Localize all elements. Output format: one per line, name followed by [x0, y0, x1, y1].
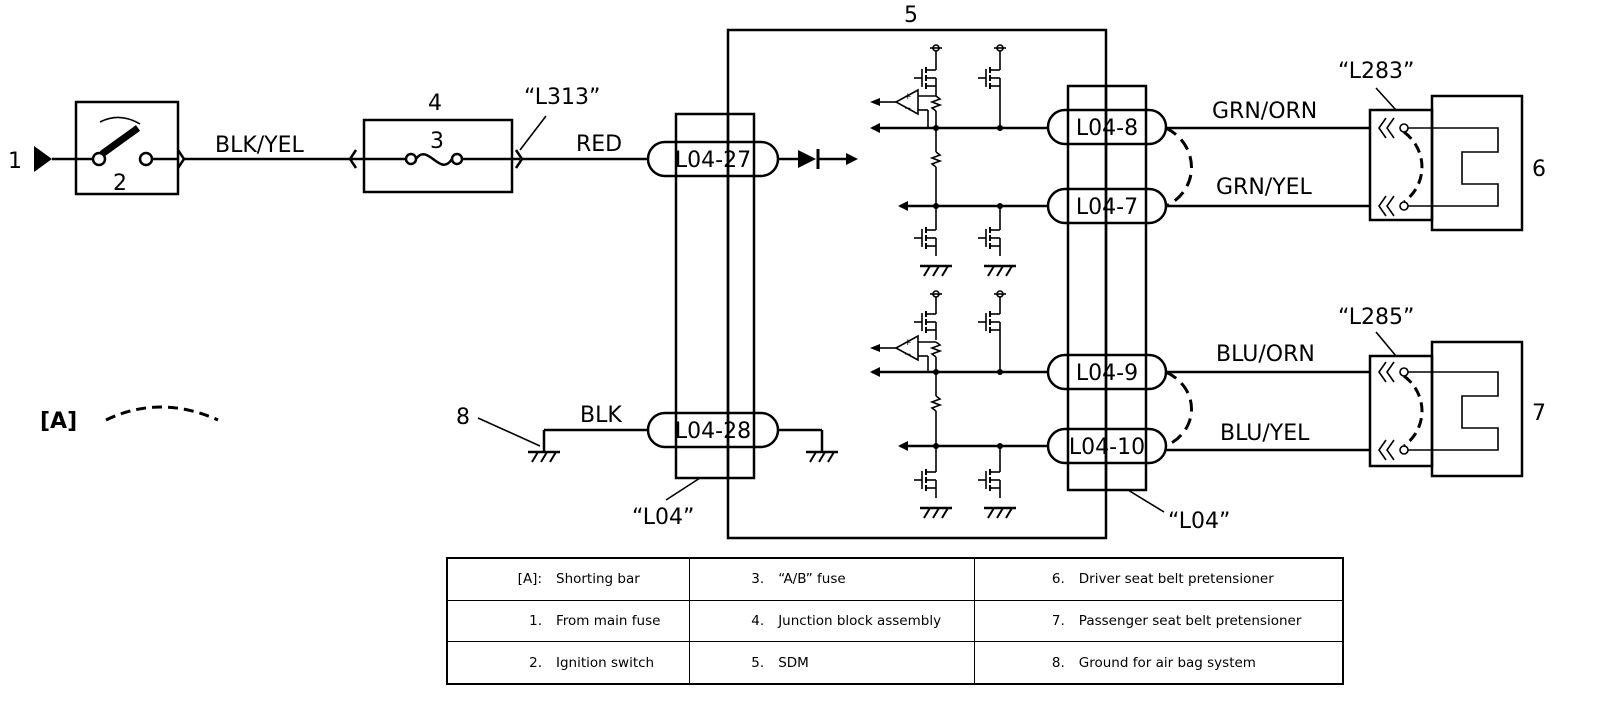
legend-key: 8.	[1051, 654, 1065, 671]
legend-key: 1.	[529, 612, 542, 629]
fuse-icon	[404, 152, 464, 166]
legend-desc: Junction block assembly	[778, 612, 942, 629]
ref-label-7: 7	[1532, 401, 1546, 426]
ground-icon	[804, 450, 840, 464]
wire-label-grn-yel: GRN/YEL	[1216, 175, 1313, 200]
diode-icon	[778, 149, 858, 169]
legend-key: 5.	[751, 654, 765, 671]
legend-desc: From main fuse	[556, 612, 661, 629]
legend-key: [A]:	[517, 571, 542, 588]
main-fuse-arrow-icon	[34, 146, 52, 172]
legend-cell: 5. SDM	[689, 641, 975, 685]
connector-l313: “L313”	[524, 85, 600, 110]
svg-text:+: +	[904, 92, 912, 102]
shorting-bar-key-label: [A]	[40, 409, 77, 434]
wire-label-red: RED	[576, 132, 622, 157]
legend-desc: “A/B” fuse	[778, 571, 846, 588]
sdm-driver-circuit-lower: + −	[870, 290, 1048, 520]
legend-cell: 3. “A/B” fuse	[689, 557, 975, 601]
legend-row: [A]: Shorting bar 3. “A/B” fuse 6. Driver s…	[446, 557, 1344, 601]
wire-label-grn-orn: GRN/ORN	[1212, 99, 1317, 124]
connector-l285: “L285”	[1338, 305, 1414, 330]
svg-text:+: +	[904, 338, 912, 348]
wire-label-blu-yel: BLU/YEL	[1220, 421, 1310, 446]
terminal-l04-27: L04-27	[675, 148, 751, 173]
legend-cell: 6. Driver seat belt pretensioner	[973, 557, 1344, 601]
ref-label-4: 4	[428, 91, 442, 116]
ref-label-2: 2	[113, 171, 127, 196]
svg-text:−: −	[904, 350, 912, 360]
legend-key: 6.	[1051, 571, 1065, 588]
passenger-pretensioner	[1368, 340, 1524, 478]
legend-desc: SDM	[778, 654, 809, 671]
terminal-l04-8: L04-8	[1076, 116, 1138, 141]
ignition-switch-box	[74, 100, 180, 196]
legend-desc: Ignition switch	[556, 654, 655, 671]
ground-icon	[526, 450, 562, 464]
connector-l283: “L283”	[1338, 59, 1414, 84]
legend-table: [A]: Shorting bar 3. “A/B” fuse 6. Driver s…	[446, 557, 1344, 685]
terminal-l04-28: L04-28	[675, 419, 751, 444]
ignition-switch-icon	[78, 116, 186, 169]
ref-label-6: 6	[1532, 157, 1546, 182]
ref-label-8: 8	[456, 405, 470, 430]
driver-pretensioner	[1368, 94, 1524, 232]
terminal-l04-10-box	[1046, 427, 1168, 465]
legend-cell: 2. Ignition switch	[446, 641, 691, 685]
wire-label-blk: BLK	[580, 403, 622, 428]
ref-label-5: 5	[904, 3, 918, 28]
legend-desc: Ground for air bag system	[1078, 654, 1256, 671]
legend-cell: 1. From main fuse	[446, 599, 691, 643]
ref-label-1: 1	[8, 149, 22, 174]
ref-label-3: 3	[430, 129, 444, 154]
connector-body-left	[674, 112, 756, 480]
legend-desc: Passenger seat belt pretensioner	[1078, 612, 1302, 629]
connector-l04-left: “L04”	[632, 505, 694, 530]
legend-row: 2. Ignition switch 5. SDM 8. Ground for air…	[446, 641, 1344, 685]
junction-block-box	[362, 118, 514, 194]
wire-label-blu-orn: BLU/ORN	[1216, 342, 1315, 367]
legend-desc: Shorting bar	[556, 571, 640, 588]
sdm-outline	[726, 28, 1108, 540]
legend-cell: [A]: Shorting bar	[446, 557, 691, 601]
terminal-l04-10: L04-10	[1069, 435, 1145, 460]
terminal-l04-7: L04-7	[1076, 195, 1138, 220]
legend-cell: 4. Junction block assembly	[689, 599, 975, 643]
legend-desc: Driver seat belt pretensioner	[1078, 571, 1274, 588]
legend-cell: 8. Ground for air bag system	[973, 641, 1344, 685]
legend-key: 7.	[1051, 612, 1065, 629]
wire-label-blk-yel: BLK/YEL	[215, 133, 305, 158]
shorting-bar-lower	[1165, 370, 1193, 448]
legend-key: 2.	[529, 654, 542, 671]
svg-text:−: −	[904, 104, 912, 114]
shorting-bar-key-icon	[105, 405, 219, 422]
legend-row: 1. From main fuse 4. Junction block assemb…	[446, 599, 1344, 643]
shorting-bar-upper	[1165, 126, 1193, 208]
legend-cell: 7. Passenger seat belt pretensioner	[973, 599, 1344, 643]
terminal-l04-9: L04-9	[1076, 361, 1138, 386]
sdm-driver-circuit-upper: + −	[870, 44, 1048, 278]
legend-key: 4.	[751, 612, 765, 629]
connector-l04-right: “L04”	[1168, 509, 1230, 534]
legend-key: 3.	[751, 571, 765, 588]
